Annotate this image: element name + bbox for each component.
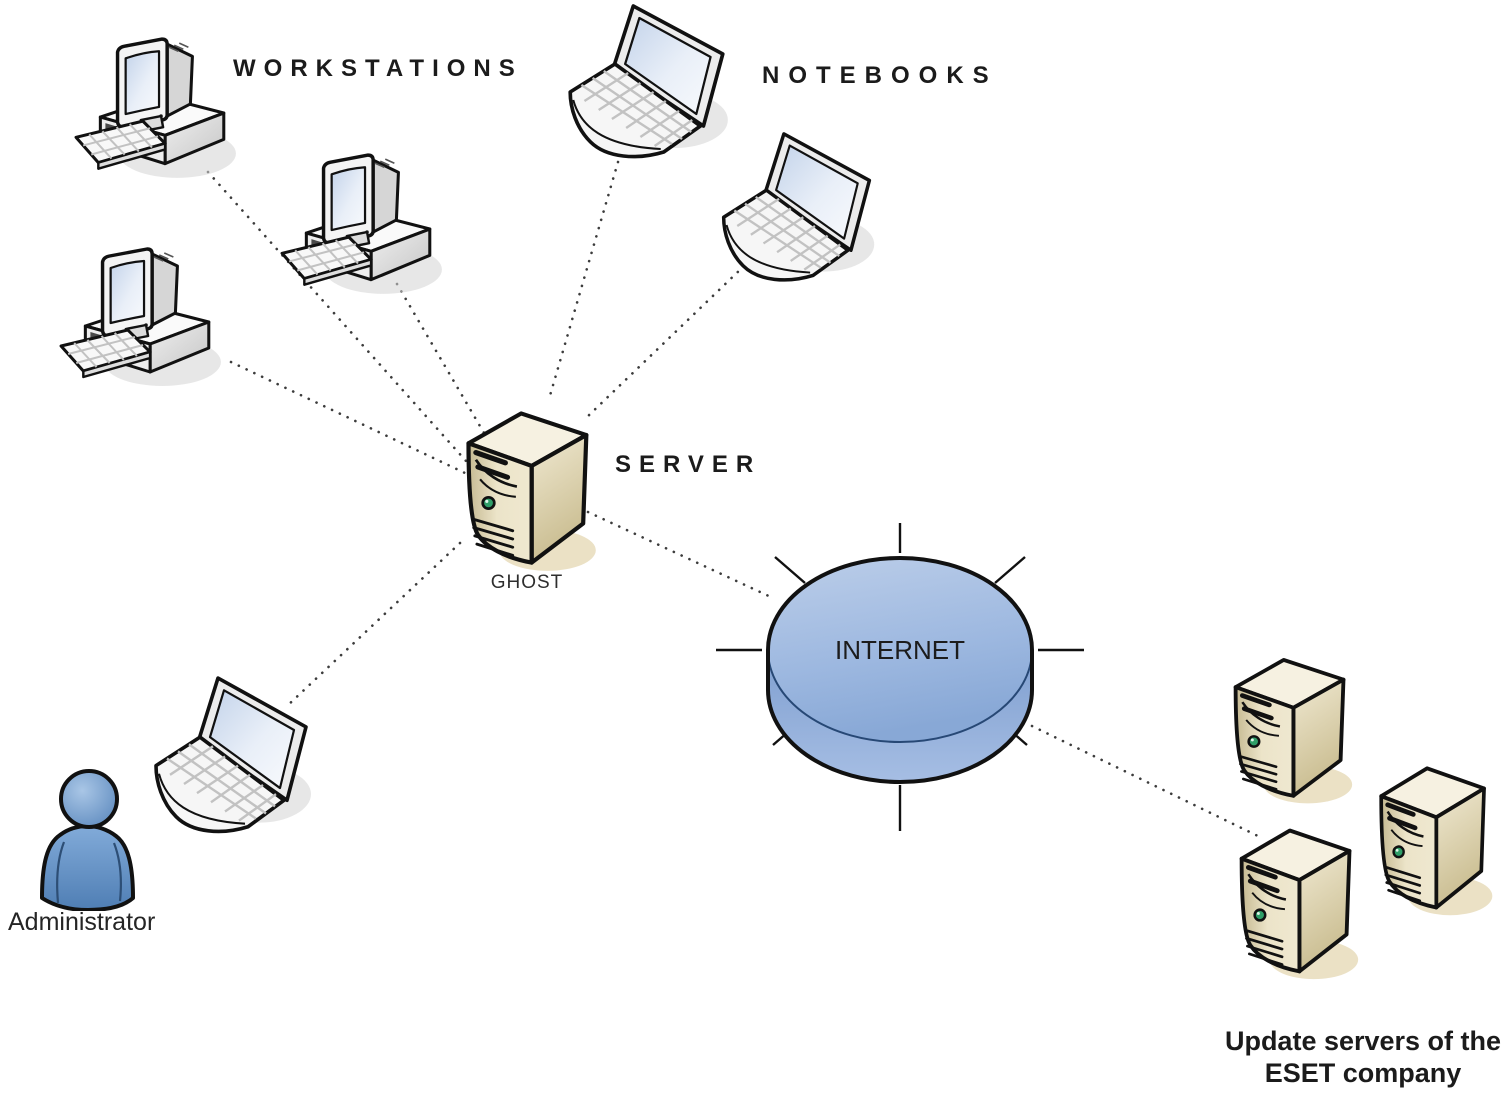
node-update-server-3	[1372, 752, 1496, 920]
administrator-label: Administrator	[8, 908, 156, 936]
update-servers-label-line2: ESET company	[1264, 1058, 1462, 1088]
node-workstation-3	[55, 240, 227, 400]
laptop-icon	[558, 2, 736, 167]
node-administrator	[34, 765, 140, 911]
link-server-admin-notebook	[284, 541, 462, 709]
link-notebook1-server	[547, 160, 620, 401]
desktop-computer-icon	[55, 240, 227, 400]
laptop-icon	[712, 130, 882, 290]
server-tower-icon	[1232, 814, 1362, 984]
link-workstation3-server	[229, 360, 467, 475]
update-servers-label: Update servers of the ESET company	[1213, 1025, 1512, 1089]
node-workstation-2	[276, 146, 448, 308]
workstations-label: WORKSTATIONS	[233, 55, 523, 82]
node-update-server-2	[1232, 814, 1362, 984]
notebooks-label: NOTEBOOKS	[762, 62, 998, 89]
server-tower-icon	[1226, 644, 1356, 808]
link-server-internet	[586, 510, 775, 600]
node-admin-notebook	[144, 674, 319, 842]
person-icon	[34, 765, 140, 911]
laptop-icon	[144, 674, 319, 842]
link-workstation2-server	[395, 282, 486, 435]
desktop-computer-icon	[276, 146, 448, 308]
node-notebook-2	[712, 130, 882, 290]
node-internet: INTERNET	[710, 515, 1090, 835]
desktop-computer-icon	[70, 30, 242, 192]
server-tower-icon	[458, 396, 600, 576]
update-servers-label-line1: Update servers of the	[1224, 1026, 1502, 1056]
internet-disk-icon: INTERNET	[716, 523, 1084, 831]
node-notebook-1	[558, 2, 736, 167]
server-tower-icon	[1372, 752, 1496, 920]
internet-label: INTERNET	[835, 635, 965, 665]
server-label: SERVER	[615, 451, 762, 478]
link-internet-update-servers	[1030, 724, 1262, 839]
server-name-label: GHOST	[490, 572, 564, 593]
node-workstation-1	[70, 30, 242, 192]
node-update-server-1	[1226, 644, 1356, 808]
node-server-ghost	[458, 396, 600, 576]
